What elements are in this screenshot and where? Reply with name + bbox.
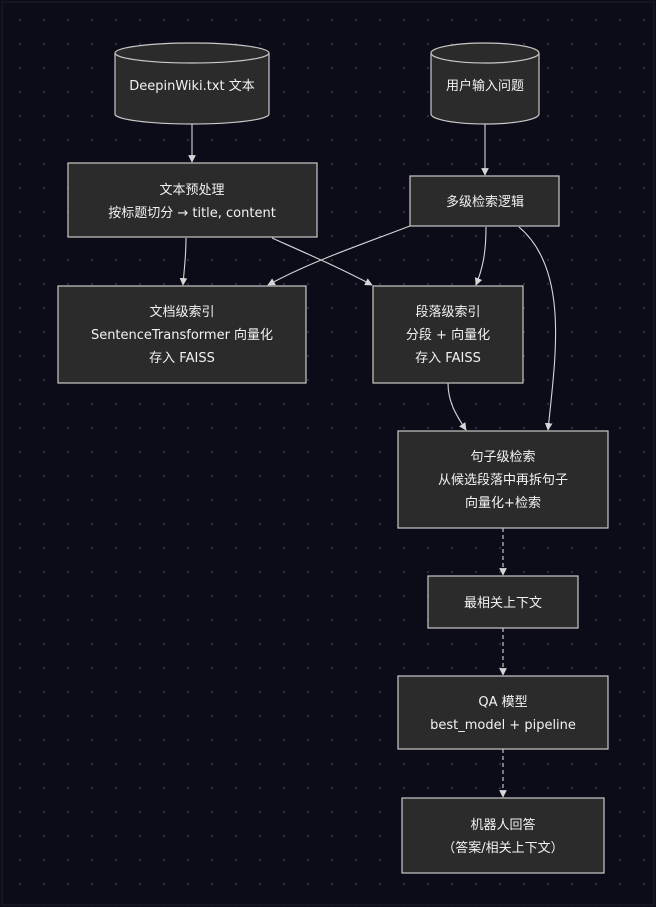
node-source-cylinder: DeepinWiki.txt 文本: [114, 42, 270, 125]
node-preprocess-title: 文本预处理: [159, 183, 224, 198]
node-preprocess: 文本预处理 按标题切分 → title, content: [67, 162, 318, 238]
node-sentence-detail: 从候选段落中再拆句子: [438, 473, 568, 488]
node-preprocess-detail: 按标题切分 → title, content: [108, 206, 276, 221]
edge-paraindex-sentence: [447, 382, 467, 431]
node-context: 最相关上下文: [427, 575, 579, 629]
node-answer-detail: （答案/相关上下文）: [442, 840, 563, 856]
node-paraindex-storage: 存入 FAISS: [415, 351, 481, 366]
node-docindex-storage: 存入 FAISS: [149, 351, 215, 366]
node-sentence-method: 向量化+检索: [465, 495, 541, 511]
node-qa: QA 模型 best_model + pipeline: [397, 675, 609, 750]
edge-multilevel-docindex: [267, 225, 411, 286]
node-question-cylinder: 用户输入问题: [430, 42, 540, 125]
node-docindex-title: 文档级索引: [149, 305, 214, 320]
edge-multilevel-paraindex: [474, 226, 487, 286]
node-multilevel-label: 多级检索逻辑: [446, 194, 524, 210]
node-multilevel: 多级检索逻辑: [409, 175, 560, 227]
node-paraindex-title: 段落级索引: [415, 305, 480, 320]
node-docindex: 文档级索引 SentenceTransformer 向量化 存入 FAISS: [57, 285, 307, 384]
node-docindex-detail: SentenceTransformer 向量化: [91, 327, 273, 343]
edge-preprocess-docindex: [179, 237, 188, 286]
node-context-label: 最相关上下文: [464, 596, 542, 611]
node-paraindex: 段落级索引 分段 + 向量化 存入 FAISS: [372, 285, 524, 384]
edges: [179, 124, 557, 798]
node-question-label: 用户输入问题: [446, 78, 524, 94]
node-qa-detail: best_model + pipeline: [430, 718, 576, 733]
node-sentence: 句子级检索 从候选段落中再拆句子 向量化+检索: [397, 430, 609, 529]
node-answer-title: 机器人回答: [470, 817, 535, 833]
edge-multilevel-sentence: [518, 226, 557, 431]
edge-preprocess-paraindex: [271, 237, 373, 286]
node-answer: 机器人回答 （答案/相关上下文）: [401, 797, 605, 874]
node-sentence-title: 句子级检索: [470, 450, 535, 465]
node-qa-title: QA 模型: [478, 695, 527, 710]
node-source-label: DeepinWiki.txt 文本: [129, 79, 255, 94]
node-paraindex-detail: 分段 + 向量化: [406, 327, 490, 343]
